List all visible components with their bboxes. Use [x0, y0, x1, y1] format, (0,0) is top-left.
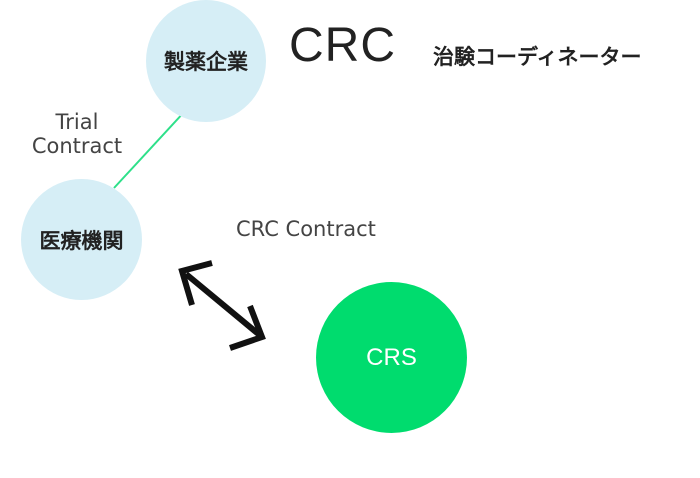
crc-subtitle: 治験コーディネーター — [433, 45, 642, 69]
crc-title: CRC — [289, 19, 396, 72]
pharma-company-node: 製薬企業 — [146, 0, 266, 122]
trial-contract-label: Trial Contract — [22, 110, 132, 158]
crs-label: CRS — [366, 343, 417, 371]
medical-institution-node: 医療機関 — [21, 179, 142, 300]
trial-contract-line2: Contract — [31, 134, 123, 158]
crc-contract-label: CRC Contract — [236, 217, 376, 241]
crs-node: CRS — [316, 282, 467, 433]
bidirectional-arrow-icon — [178, 260, 266, 351]
medical-institution-label: 医療機関 — [39, 228, 124, 253]
trial-contract-line1: Trial — [55, 110, 99, 134]
pharma-company-label: 製薬企業 — [164, 50, 248, 74]
